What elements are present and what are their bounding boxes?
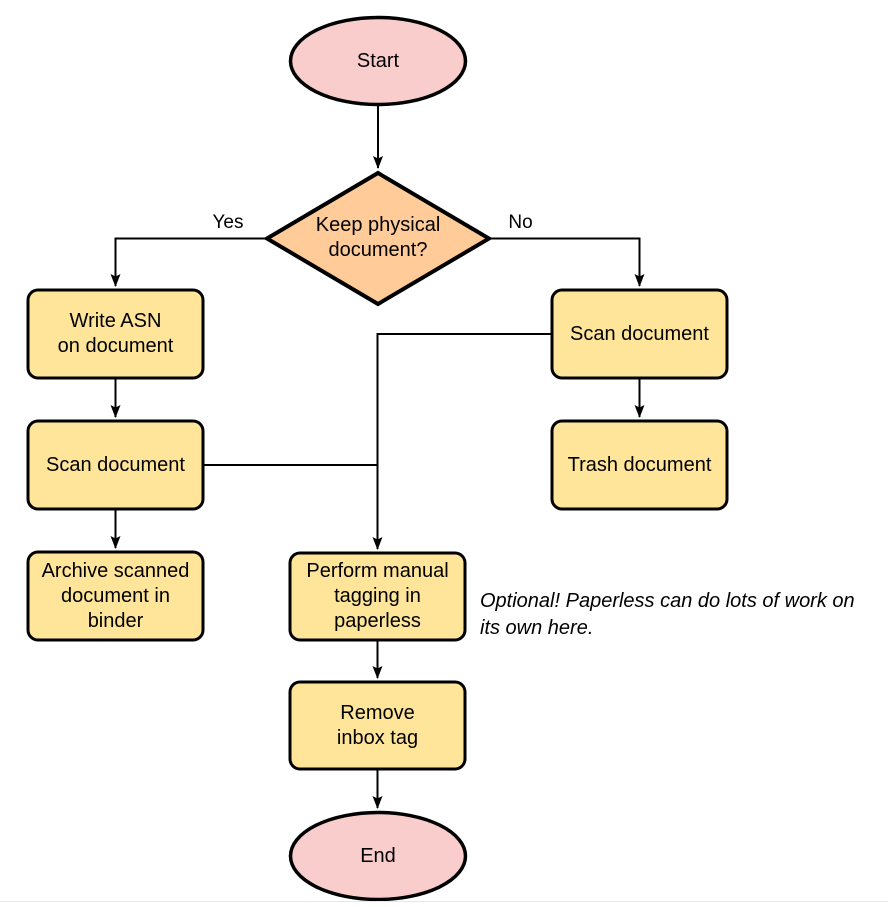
decision-node-shape [263, 170, 493, 307]
scan-left-node-shape [26, 419, 205, 511]
archive-node-shape [26, 550, 205, 642]
connector-decision-yes-to-write-asn [110, 237, 266, 287]
tagging-node-shape [288, 551, 467, 642]
optional-annotation: Optional! Paperless can do lots of work … [480, 590, 855, 639]
page-bottom-divider [0, 901, 888, 902]
node-shapes [26, 15, 729, 902]
start-node-shape [288, 15, 468, 107]
remove-inbox-node-shape [288, 680, 467, 771]
write-asn-node-shape [26, 288, 205, 380]
trash-node-shape [550, 419, 729, 511]
end-node-shape [288, 810, 468, 902]
connector-decision-no-to-scan-right [490, 237, 645, 287]
connectors [110, 105, 645, 809]
edge-label-no: No [508, 212, 533, 233]
edge-label-yes: Yes [212, 212, 244, 233]
connector-scan-right-to-tagging [372, 333, 552, 550]
scan-right-node-shape [550, 288, 729, 380]
